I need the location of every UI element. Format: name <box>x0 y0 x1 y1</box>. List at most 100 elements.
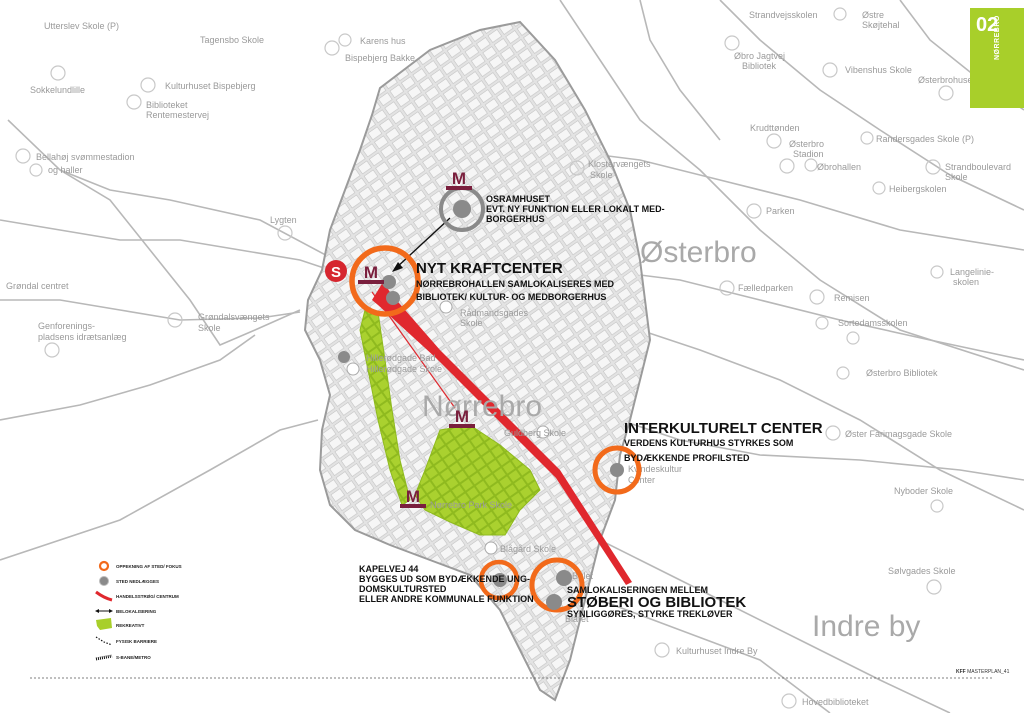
poi-osterbro-stadion-2: Stadion <box>793 149 824 159</box>
poi-langelinie: Langelinie- <box>950 267 994 277</box>
poi-krudttonden: Krudttønden <box>750 123 800 133</box>
stoberi-focus-ring <box>529 557 585 613</box>
poi-osterbro-stadion: Østerbro <box>789 139 824 149</box>
svg-text:NØRREBROHALLEN SAMLOKALISERES: NØRREBROHALLEN SAMLOKALISERES MED <box>416 279 615 289</box>
poi-sokkelundlille: Sokkelundlille <box>30 85 85 95</box>
district-label-indre-by: Indre by <box>812 610 920 643</box>
annotation-stoberi: SAMLOKALISERINGEN MELLEM STØBERI OG BIBL… <box>567 585 746 619</box>
recreational-green-strip <box>359 309 411 506</box>
poi-klostervaenget-2: Skole <box>590 170 613 180</box>
metro-markers: M M M M S <box>325 169 475 508</box>
poi-bellahoj: Bellahøj svømmestadion <box>36 152 135 162</box>
poi-osterbro-bibliotek: Østerbro Bibliotek <box>866 368 938 378</box>
poi-obrohallen: Øbrohallen <box>817 162 861 172</box>
svg-text:OSRAMHUSET: OSRAMHUSET <box>486 194 551 204</box>
poi-karens-hus: Karens hus <box>360 36 406 46</box>
poi-obro-jagtvej-2: Bibliotek <box>742 61 777 71</box>
svg-text:M: M <box>455 407 469 426</box>
district-label-norrebro: Nørrebro <box>422 390 542 423</box>
legend-rail-swatch <box>95 654 113 661</box>
poi-strandboulevard: Strandboulevard <box>945 162 1011 172</box>
footer-brand: KFF <box>956 669 966 675</box>
svg-text:BIBLIOTEK/ KULTUR- OG MEDBORGE: BIBLIOTEK/ KULTUR- OG MEDBORGERHUS <box>416 292 606 302</box>
poi-genforening-2: pladsens idrætsanlæg <box>38 332 127 342</box>
poi-langelinie-2: skolen <box>953 277 979 287</box>
legend-label-1: OPPEKNING AF STED/ FOKUS <box>116 564 182 569</box>
poi-ostre: Østre <box>862 10 884 20</box>
poi-tagensbo: Tagensbo Skole <box>200 35 264 45</box>
stoberi-title: STØBERI OG BIBLIOTEK <box>567 594 746 611</box>
poi-vibenshus: Vibenshus Skole <box>845 65 912 75</box>
poi-hillerodgade-bad: Hillerødgade Bad <box>366 353 436 363</box>
svg-text:VERDENS KULTURHUS STYRKES SOM: VERDENS KULTURHUS STYRKES SOM <box>624 438 793 448</box>
svg-text:M: M <box>406 487 420 506</box>
poi-radmandsgade-2: Skole <box>460 318 483 328</box>
poi-klostervaenget: Klosterv­ængets <box>588 159 651 169</box>
poi-radmandsgade: Rådmandsgades <box>460 308 529 318</box>
metro-icon-norrebro: M <box>449 407 475 428</box>
legend-barrier-swatch <box>95 636 113 646</box>
kraftcenter-poi <box>382 275 396 289</box>
bibliotek-poi <box>546 594 562 610</box>
svg-text:BORGERHUS: BORGERHUS <box>486 214 545 224</box>
kapelvej-poi <box>493 573 507 587</box>
legend-label-2: STED NEDLÆGGES <box>116 579 159 584</box>
poi-biblioteket: Biblioteket <box>146 100 188 110</box>
poi-genforening: Genforenings- <box>38 321 95 331</box>
poi-sortedamsskolen: Sortedamsskolen <box>838 318 908 328</box>
page-tab: 02 NØRREBRO <box>970 8 1024 108</box>
page-number: 02 <box>976 14 999 36</box>
annotation-interkulturelt: INTERKULTURELT CENTER VERDENS KULTURHUS … <box>624 420 823 463</box>
map-legend: OPPEKNING AF STED/ FOKUS STED NEDLÆGGES … <box>95 560 182 661</box>
poi-rentemestervej: Rentemestervej <box>146 110 209 120</box>
osramhuset-poi <box>453 200 471 218</box>
norrebro-district-area <box>303 20 652 702</box>
poi-nyboder: Nyboder Skole <box>894 486 953 496</box>
poi-hillerodgade-skole: Hillerødgade Skole <box>366 364 442 374</box>
svg-text:BYGGES UD SOM BYDÆKKENDE UNG-: BYGGES UD SOM BYDÆKKENDE UNG- <box>359 574 530 584</box>
poi-strandvejsskolen: Strandvejsskolen <box>749 10 818 20</box>
svg-text:KAPELVEJ 44: KAPELVEJ 44 <box>359 564 418 574</box>
poi-remisen: Remisen <box>834 293 870 303</box>
poi-guldberg: Guldberg Skole <box>504 428 566 438</box>
recreational-green-area <box>414 424 541 536</box>
legend-label-7: S-BANE/METRO <box>116 655 151 660</box>
legend-focus-swatch <box>98 560 110 572</box>
metro-icon-osramhuset: M <box>446 169 472 190</box>
poi-heibergskolen: Heibergskolen <box>889 184 947 194</box>
poi-randersgades: Randersgades Skole (P) <box>876 134 974 144</box>
metro-icon-park: M <box>400 487 426 508</box>
poi-obro-jagtvej: Øbro Jagtvej <box>734 51 785 61</box>
poi-skojtehal: Skøjtehal <box>862 20 900 30</box>
svg-text:ELLER ANDRE KOMMUNALE FUNKTION: ELLER ANDRE KOMMUNALE FUNKTION <box>359 594 534 604</box>
annotation-kapelvej: KAPELVEJ 44 BYGGES UD SOM BYDÆKKENDE UNG… <box>359 564 534 604</box>
poi-grondal-centret: Grøndal centret <box>6 281 69 291</box>
poi-kvindeskultur: Kvindeskultur <box>628 464 682 474</box>
legend-label-3: HANDELSSTRØG/ CENTRUM <box>116 594 179 599</box>
poi-labels: Utterslev Skole (P) Tagensbo Skole Karen… <box>6 10 1011 707</box>
legend-label-4: BELOKALISERING <box>116 609 157 614</box>
svg-text:DOMSKULTURSTED: DOMSKULTURSTED <box>359 584 447 594</box>
poi-lygten: Lygten <box>270 215 297 225</box>
poi-bellahoj-2: og haller <box>48 165 83 175</box>
poi-strandboulevard-2: Skole <box>945 172 968 182</box>
page-tab-label: NØRREBRO <box>994 15 1001 60</box>
poi-oster-farimagsgade: Øster Farimagsgade Skole <box>845 429 952 439</box>
interkulturelt-focus-ring <box>592 445 642 495</box>
poi-kulturhuset-indre-by: Kulturhuset Indre By <box>676 646 758 656</box>
kapelvej-focus-ring <box>478 559 520 601</box>
poi-blagard: Blågård Skole <box>500 544 556 554</box>
poi-grondalsvaenget-2: Skole <box>198 323 221 333</box>
svg-text:SAMLOKALISERINGEN MELLEM: SAMLOKALISERINGEN MELLEM <box>567 585 708 595</box>
poi-faelledparken: Fælledparken <box>738 283 793 293</box>
poi-norrebro-park: Nørrebro Park Skole <box>430 500 512 510</box>
footer-credit: KFF MASTERPLAN_41 <box>956 669 1009 675</box>
interkulturelt-poi <box>610 463 624 477</box>
poi-blaret: Blåret <box>565 614 589 624</box>
annotation-osramhuset: OSRAMHUSET EVT. NY FUNKTION ELLER LOKALT… <box>486 194 665 224</box>
kraftcenter-poi-2 <box>386 291 400 305</box>
annotation-kraftcenter: NYT KRAFTCENTER NØRREBROHALLEN SAMLOKALI… <box>416 260 615 302</box>
